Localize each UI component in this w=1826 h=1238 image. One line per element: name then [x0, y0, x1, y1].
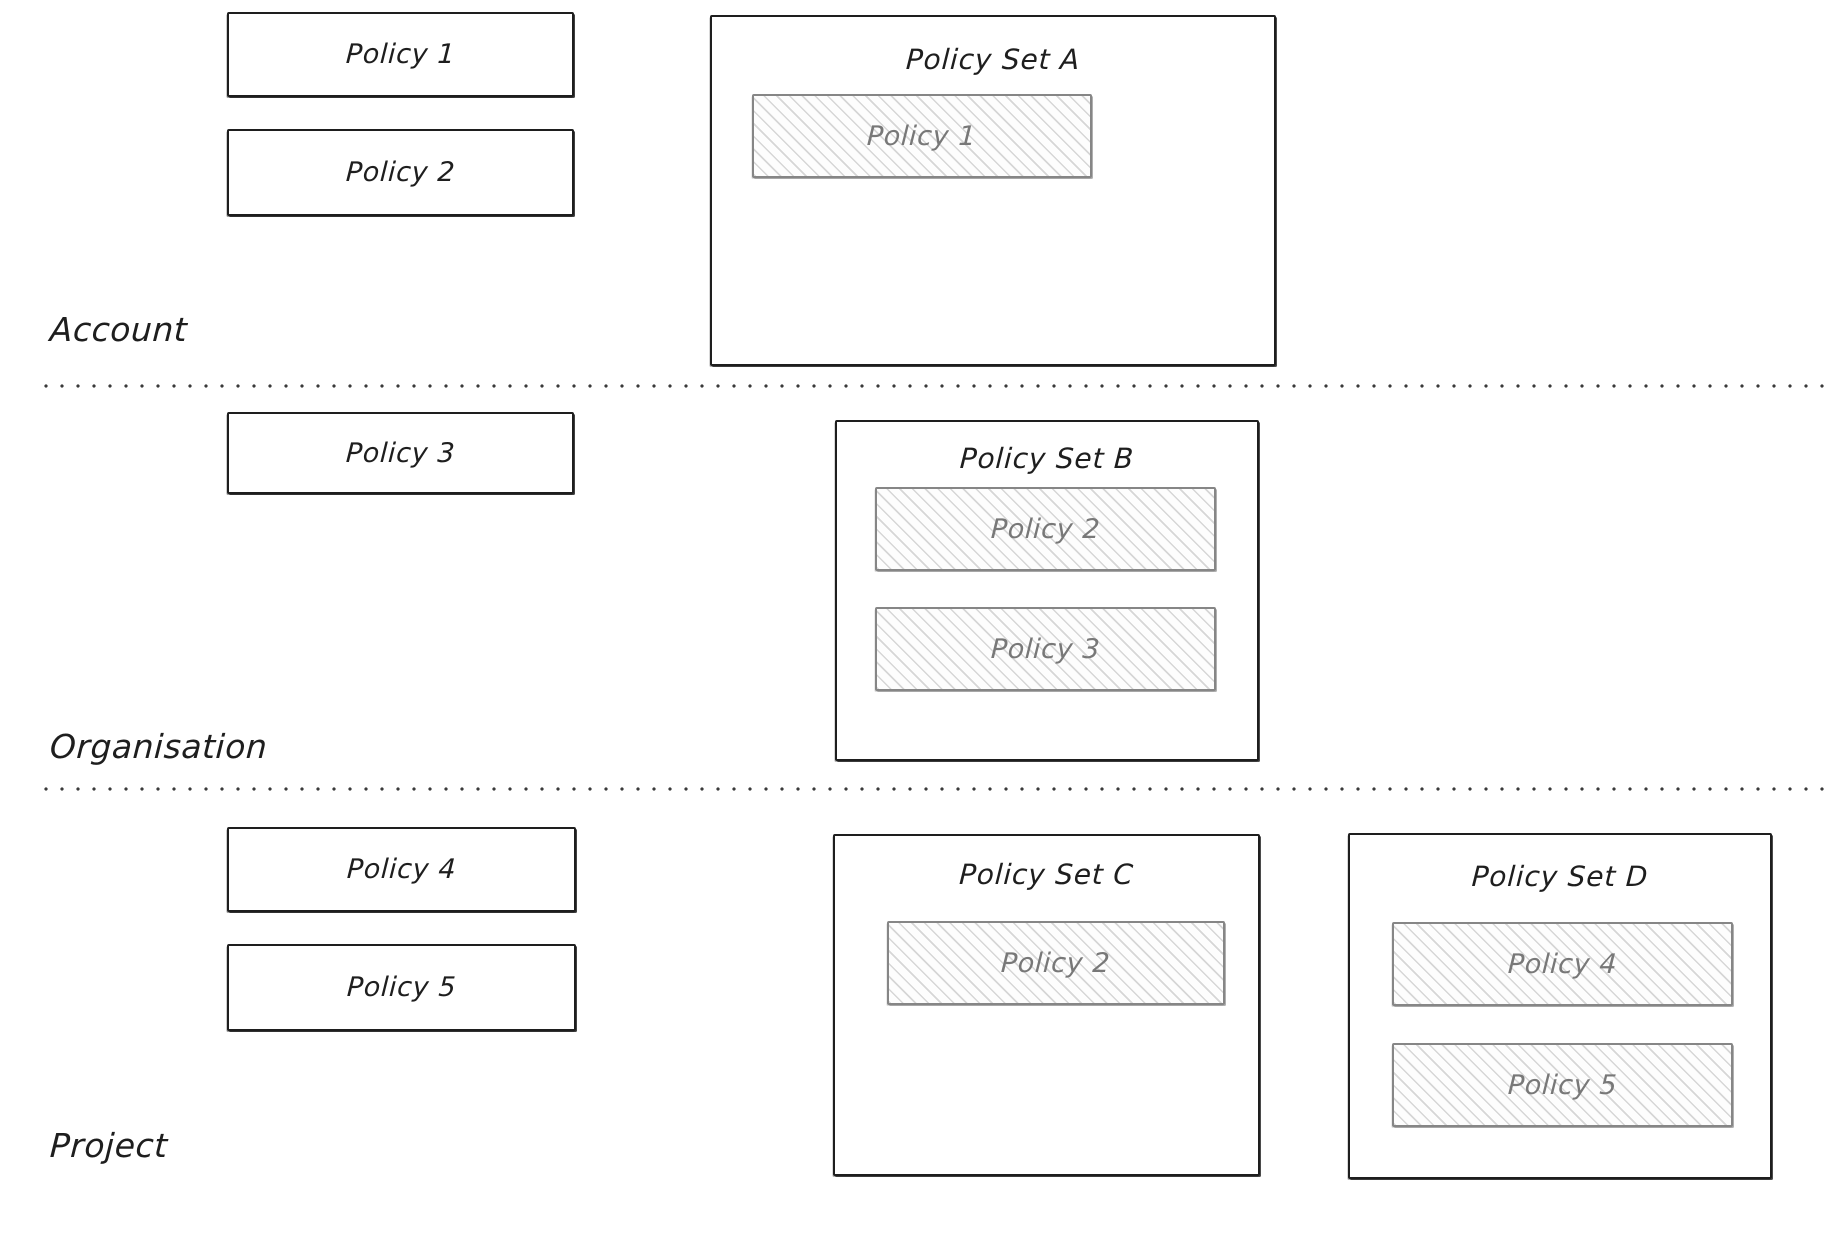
policy-box-label: Policy 4: [346, 854, 457, 885]
policy-box-label: Policy 3: [345, 437, 456, 469]
policy-box-label: Policy 2: [345, 157, 456, 188]
policy-chip-set-d-0[interactable]: Policy 4: [1392, 922, 1733, 1006]
policy-set-d[interactable]: Policy Set D Policy 4 Policy 5: [1348, 833, 1772, 1179]
policy-box-policy-3[interactable]: Policy 3: [227, 412, 574, 494]
policy-chip-label: Policy 2: [1000, 947, 1112, 979]
policy-box-label: Policy 5: [346, 972, 457, 1003]
policy-set-b[interactable]: Policy Set B Policy 2 Policy 3: [835, 420, 1259, 761]
policy-box-policy-1[interactable]: Policy 1: [227, 12, 574, 97]
policy-chip-label: Policy 1: [866, 120, 978, 152]
policy-chip-set-c-0[interactable]: Policy 2: [887, 921, 1225, 1005]
policy-chip-label: Policy 3: [990, 633, 1101, 665]
policy-set-a-title: Policy Set A: [905, 43, 1081, 76]
policy-chip-label: Policy 4: [1507, 948, 1618, 980]
policy-chip-set-b-0[interactable]: Policy 2: [875, 487, 1216, 571]
tier-divider-account-organisation: [38, 384, 1826, 388]
policy-set-c[interactable]: Policy Set C Policy 2: [833, 834, 1260, 1176]
policy-chip-label: Policy 2: [990, 513, 1101, 545]
policy-chip-set-a-0[interactable]: Policy 1: [752, 94, 1092, 178]
policy-chip-label: Policy 5: [1507, 1069, 1618, 1101]
policy-set-a[interactable]: Policy Set A Policy 1: [710, 15, 1276, 366]
policy-set-d-title: Policy Set D: [1470, 860, 1650, 893]
policy-set-b-title: Policy Set B: [959, 442, 1135, 475]
policy-box-label: Policy 1: [345, 39, 456, 70]
policy-chip-set-d-1[interactable]: Policy 5: [1392, 1043, 1733, 1127]
tier-label-project: Project: [48, 1126, 169, 1165]
policy-set-c-title: Policy Set C: [958, 858, 1135, 891]
tier-label-account: Account: [48, 310, 189, 349]
policy-chip-set-b-1[interactable]: Policy 3: [875, 607, 1216, 691]
policy-box-policy-5[interactable]: Policy 5: [227, 944, 576, 1031]
policy-box-policy-2[interactable]: Policy 2: [227, 129, 574, 216]
policy-box-policy-4[interactable]: Policy 4: [227, 827, 576, 912]
tier-label-organisation: Organisation: [48, 727, 269, 766]
tier-divider-organisation-project: [38, 787, 1826, 791]
